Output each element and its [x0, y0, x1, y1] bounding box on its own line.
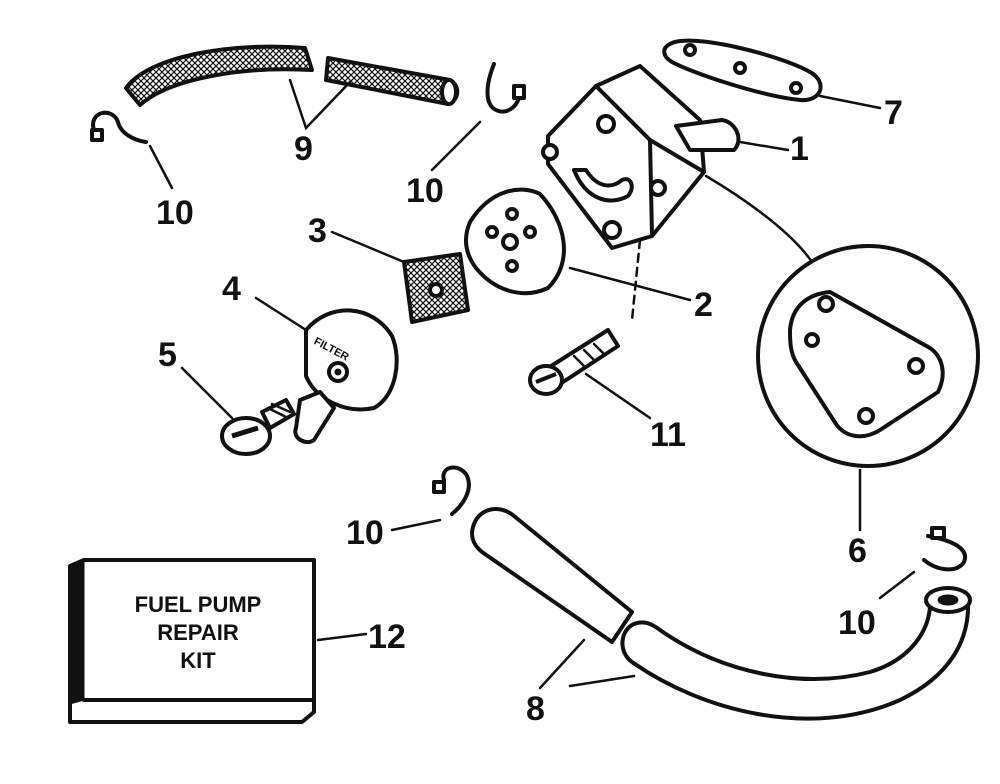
callout-9-leaders — [288, 78, 352, 131]
part-10-clamp-top-left — [90, 110, 174, 190]
part-6-detail-circle — [704, 174, 980, 532]
part-10-clamp-lower-right — [878, 526, 968, 600]
part-10-clamp-top-middle — [430, 62, 526, 172]
part-3-diaphragm-screen — [330, 230, 470, 324]
callout-6: 6 — [848, 532, 867, 570]
callout-4: 4 — [222, 270, 241, 308]
part-10-clamp-lower-middle — [390, 465, 471, 532]
part-1-fuel-pump-body — [541, 64, 790, 250]
callout-9: 9 — [294, 130, 313, 168]
callout-10-top-left: 10 — [156, 194, 194, 232]
callout-10-lower-right: 10 — [838, 604, 876, 642]
part-4-filter-cover: FILTER — [254, 296, 399, 445]
part-2-valve-plate — [464, 187, 692, 322]
kit-label-line2: REPAIR — [157, 620, 239, 645]
callout-2: 2 — [694, 286, 713, 324]
kit-label-line3: KIT — [180, 648, 216, 673]
kit-label-line1: FUEL PUMP — [135, 592, 262, 617]
callout-1: 1 — [790, 130, 809, 168]
callout-11: 11 — [650, 416, 686, 454]
callout-5: 5 — [158, 336, 177, 374]
part-8-fuel-hose — [470, 507, 972, 721]
part-12-repair-kit-box: FUEL PUMP REPAIR KIT — [68, 558, 368, 724]
part-11-screw — [528, 328, 652, 420]
part-9-mesh-hose — [124, 44, 460, 107]
part-5-filter-screw — [180, 366, 296, 456]
callout-10-lower-middle: 10 — [346, 514, 384, 552]
callout-12: 12 — [368, 618, 406, 656]
part-7-gasket-plate — [662, 38, 882, 110]
callout-3: 3 — [308, 212, 327, 250]
callout-7: 7 — [884, 94, 903, 132]
callout-8: 8 — [526, 690, 545, 728]
callout-10-top-middle: 10 — [406, 172, 444, 210]
